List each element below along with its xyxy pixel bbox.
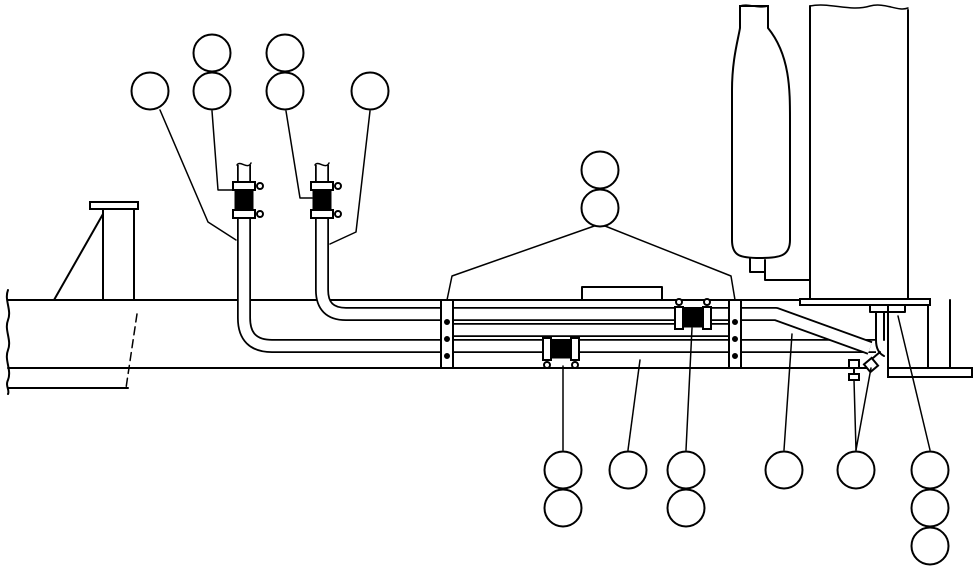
callout-bubble	[910, 450, 950, 490]
callout-bubble	[192, 33, 232, 73]
callout-bubble	[580, 188, 620, 228]
callout-bubble	[265, 33, 305, 73]
callout-bubble	[192, 71, 232, 111]
callout-bubbles	[130, 33, 950, 566]
callout-bubble	[580, 150, 620, 190]
leader-lines	[159, 109, 931, 451]
coupling-lower	[542, 337, 580, 369]
callout-bubble	[910, 488, 950, 528]
callout-bubble	[543, 488, 583, 528]
cover-plate	[581, 286, 663, 301]
callout-bubble	[836, 450, 876, 490]
callout-bubble	[764, 450, 804, 490]
tank-housing	[731, 4, 973, 378]
callout-bubble	[350, 71, 390, 111]
coupling-middle	[674, 298, 712, 330]
callout-bubble	[666, 450, 706, 490]
callout-bubble	[608, 450, 648, 490]
callout-bubble	[130, 71, 170, 111]
callout-bubble	[543, 450, 583, 490]
clamp-right	[728, 299, 742, 369]
coupling-upper-right	[310, 181, 342, 219]
coupling-upper-left	[232, 181, 264, 219]
clamp-left	[440, 299, 454, 369]
callout-bubble	[910, 526, 950, 566]
callout-bubble	[666, 488, 706, 528]
support-post	[53, 201, 139, 301]
callout-bubble	[265, 71, 305, 111]
